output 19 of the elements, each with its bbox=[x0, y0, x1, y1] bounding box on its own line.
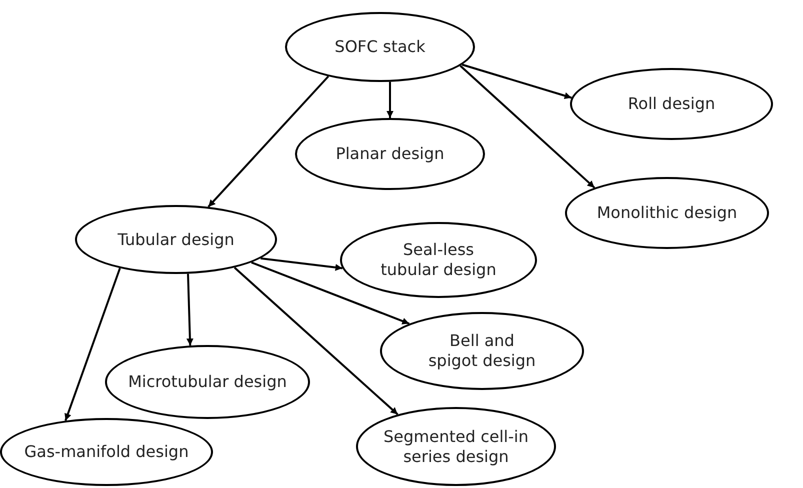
node-label: Roll design bbox=[628, 94, 716, 114]
node-label: Microtubular design bbox=[128, 372, 287, 392]
node-label: Seal-less tubular design bbox=[380, 240, 498, 280]
node-label: Planar design bbox=[336, 144, 444, 164]
arrow bbox=[462, 64, 572, 100]
arrow bbox=[234, 266, 398, 416]
arrow bbox=[386, 82, 394, 118]
node-label: Monolithic design bbox=[596, 203, 738, 223]
node-label: Segmented cell-in series design bbox=[382, 426, 530, 466]
arrow bbox=[460, 64, 596, 188]
node-label: Tubular design bbox=[118, 230, 234, 250]
arrow bbox=[64, 268, 121, 421]
arrow bbox=[208, 76, 330, 208]
node-label: Gas-manifold design bbox=[24, 442, 189, 462]
node-label: Bell and spigot design bbox=[427, 331, 537, 371]
node-label: SOFC stack bbox=[334, 37, 426, 57]
arrow bbox=[186, 274, 194, 346]
arrow bbox=[260, 257, 342, 271]
arrow bbox=[251, 262, 410, 325]
